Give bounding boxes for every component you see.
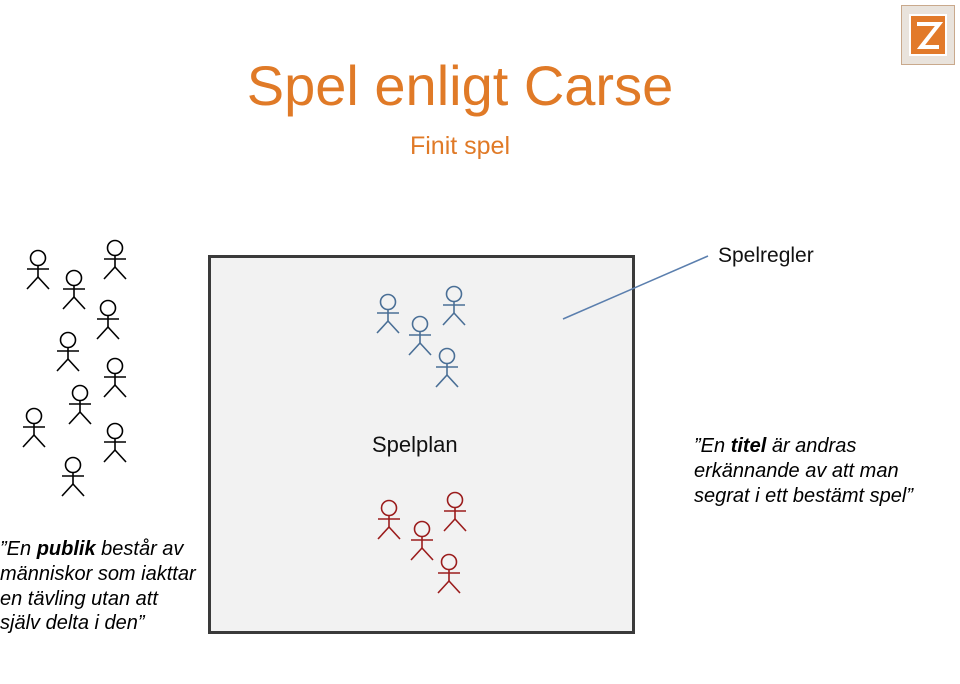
audience-figure <box>22 407 46 448</box>
page-title: Spel enligt Carse <box>246 54 674 117</box>
audience-definition: ”En publik består av människor som iaktt… <box>0 537 200 636</box>
audience-quote-open: ” <box>0 538 7 560</box>
game-field-label: Spelplan <box>372 432 458 457</box>
audience-figure <box>103 239 127 280</box>
title-quote-open: ” <box>694 435 701 457</box>
title-post: är andras erkännande av att man segrat i… <box>694 435 907 507</box>
audience-figure <box>26 249 50 290</box>
audience-figure <box>96 299 120 340</box>
page-subtitle: Finit spel <box>409 132 511 160</box>
audience-figure <box>61 456 85 497</box>
rules-label: Spelregler <box>718 244 814 267</box>
title-pre: En <box>700 435 731 457</box>
audience-quote-close: ” <box>137 612 145 635</box>
audience-figure <box>103 357 127 398</box>
audience-figure <box>103 422 127 463</box>
audience-post: består av människor som iakttar en tävli… <box>0 538 196 635</box>
title-keyword: titel <box>730 435 767 457</box>
audience-figure <box>68 384 92 425</box>
audience-pre: En <box>6 538 37 560</box>
audience-figure <box>62 269 86 310</box>
z-logo-icon <box>901 5 955 65</box>
title-definition: ”En titel är andras erkännande av att ma… <box>694 434 954 508</box>
title-quote-close: ” <box>906 484 913 507</box>
audience-keyword: publik <box>36 538 96 560</box>
audience-figure <box>56 331 80 372</box>
